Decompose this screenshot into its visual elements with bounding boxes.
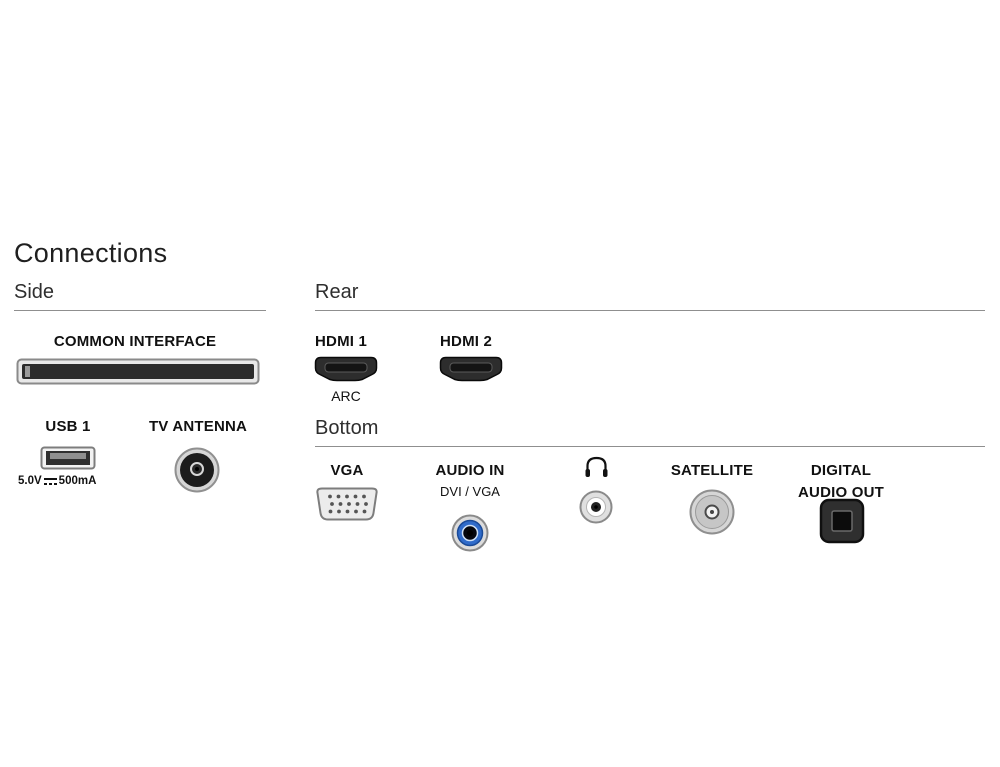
- digital-audio-out-label-line2: AUDIO OUT: [798, 484, 884, 501]
- headphones-icon: [584, 455, 609, 479]
- hdmi1-arc-label: ARC: [331, 388, 361, 404]
- satellite-label: SATELLITE: [670, 462, 754, 479]
- hdmi2-label: HDMI 2: [440, 333, 493, 350]
- satellite-connector-icon: [689, 489, 735, 535]
- audio-in-sub-label: DVI / VGA: [440, 484, 500, 499]
- optical-audio-port-icon: [819, 498, 865, 544]
- headphone-jack-icon: [579, 490, 613, 524]
- usb-port-icon: [40, 446, 96, 470]
- section-label-rear: Rear: [315, 281, 359, 303]
- section-label-side: Side: [14, 281, 55, 303]
- vga-port-icon: [314, 486, 380, 523]
- common-interface-label: COMMON INTERFACE: [53, 333, 217, 350]
- rear-section-divider: [315, 310, 985, 311]
- digital-audio-out-label-line1: DIGITAL: [810, 462, 872, 479]
- hdmi2-port-icon: [438, 355, 504, 383]
- common-interface-slot-icon: [16, 358, 260, 385]
- tv-antenna-connector-icon: [174, 447, 220, 493]
- hdmi1-label: HDMI 1: [315, 333, 368, 350]
- tv-antenna-label: TV ANTENNA: [148, 418, 248, 435]
- usb1-voltage: 5.0V: [18, 475, 42, 487]
- audio-in-jack-icon: [451, 514, 489, 552]
- usb1-label: USB 1: [45, 418, 91, 435]
- bottom-section-divider: [315, 446, 985, 447]
- vga-label: VGA: [330, 462, 364, 479]
- audio-in-label: AUDIO IN: [435, 462, 505, 479]
- side-section-divider: [14, 310, 266, 311]
- hdmi1-port-icon: [313, 355, 379, 383]
- dc-symbol-icon: [43, 477, 57, 486]
- usb1-power-rating: 5.0V 500mA: [18, 475, 96, 487]
- page-title: Connections: [14, 238, 168, 268]
- section-label-bottom: Bottom: [315, 417, 379, 439]
- usb1-current: 500mA: [58, 475, 97, 487]
